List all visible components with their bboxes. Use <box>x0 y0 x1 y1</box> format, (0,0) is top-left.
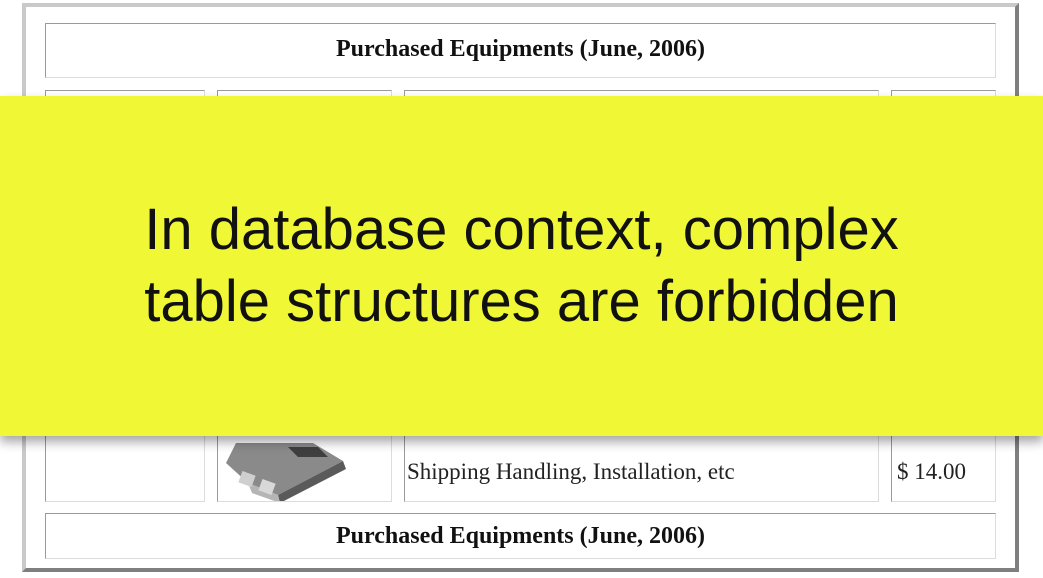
row-description: Shipping Handling, Installation, etc <box>407 459 735 484</box>
row-price-cell: $ 14.00 <box>891 432 996 502</box>
row-price: $ 14.00 <box>897 459 966 484</box>
table-caption-top-cell: Purchased Equipments (June, 2006) <box>45 23 996 78</box>
table-caption-bottom: Purchased Equipments (June, 2006) <box>336 523 705 549</box>
row-image-cell <box>217 432 392 502</box>
row-empty-cell <box>45 432 205 502</box>
table-caption-bottom-cell: Purchased Equipments (June, 2006) <box>45 513 996 559</box>
table-caption-top: Purchased Equipments (June, 2006) <box>336 36 705 62</box>
callout-line-2: table structures are forbidden <box>144 269 899 334</box>
row-description-cell: Shipping Handling, Installation, etc <box>404 432 879 502</box>
computer-parts-icon <box>226 443 346 501</box>
callout-banner: In database context, complex table struc… <box>0 96 1043 436</box>
callout-line-1: In database context, complex <box>144 197 899 262</box>
